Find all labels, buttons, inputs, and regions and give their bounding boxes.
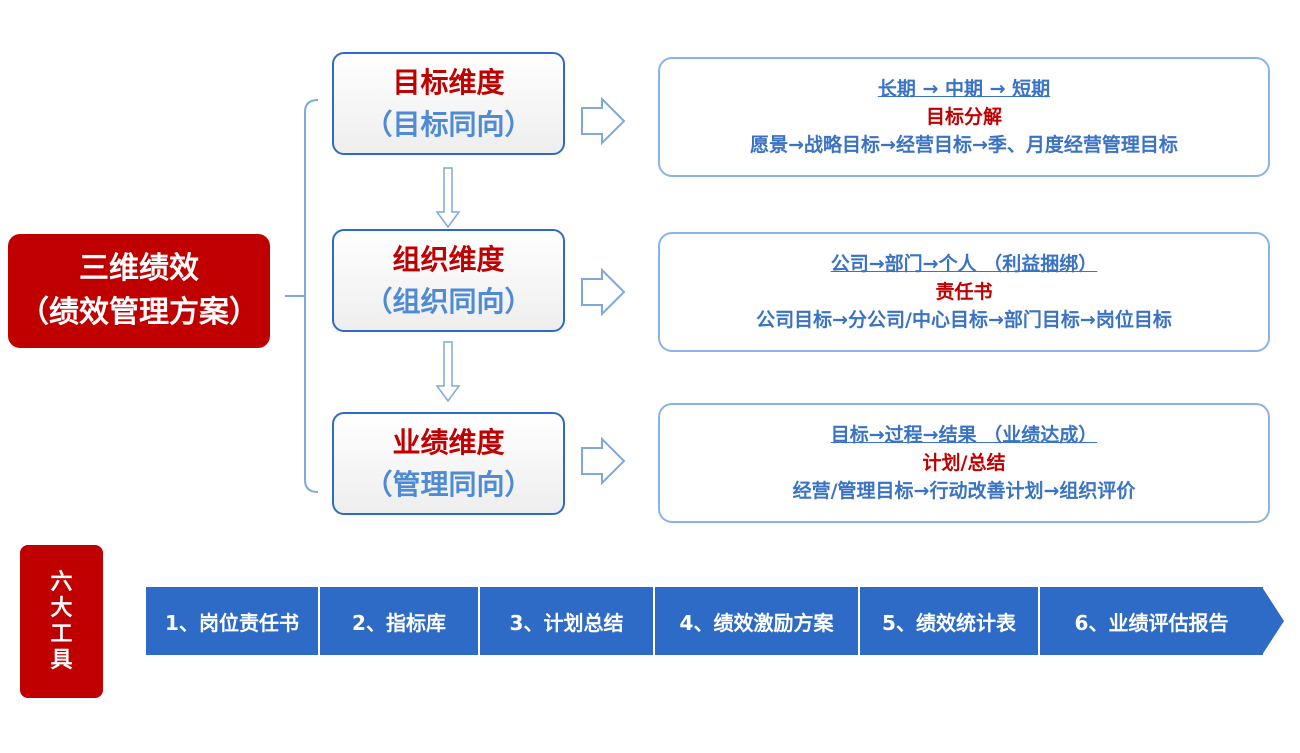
dimension-box-performance: 业绩维度 （管理同向） xyxy=(332,412,565,515)
tool-item-1: 1、岗位责任书 xyxy=(146,587,320,655)
detail-line-3: 愿景→战略目标→经营目标→季、月度经营管理目标 xyxy=(750,134,1178,156)
tool-label: 4、绩效激励方案 xyxy=(679,610,834,635)
tool-arrow-tip xyxy=(1262,587,1284,655)
tools-label-char: 工 xyxy=(50,621,73,647)
tool-label: 6、业绩评估报告 xyxy=(1074,610,1229,635)
detail-box-organization: 公司→部门→个人 （利益捆绑） 责任书 公司目标→分公司/中心目标→部门目标→岗… xyxy=(658,232,1270,352)
detail-line-1: 目标→过程→结果 （业绩达成） xyxy=(830,424,1098,446)
dimension-subtitle: （管理同向） xyxy=(364,467,533,501)
tool-item-3: 3、计划总结 xyxy=(480,587,655,655)
detail-line-1: 长期 → 中期 → 短期 xyxy=(877,78,1051,100)
down-arrow-2 xyxy=(435,341,461,403)
dimension-box-goal: 目标维度 （目标同向） xyxy=(332,52,565,155)
dimension-title: 目标维度 xyxy=(392,65,505,99)
tools-label-char: 具 xyxy=(50,647,73,673)
tool-item-6: 6、业绩评估报告 xyxy=(1040,587,1263,655)
right-arrow-3 xyxy=(581,436,626,486)
bracket-connector xyxy=(304,99,319,493)
tool-label: 2、指标库 xyxy=(352,610,446,635)
detail-line-2: 责任书 xyxy=(935,281,993,303)
dimension-subtitle: （组织同向） xyxy=(364,284,533,318)
main-subtitle: （绩效管理方案） xyxy=(19,295,259,330)
down-arrow-1 xyxy=(435,167,461,229)
right-arrow-1 xyxy=(581,96,626,146)
tool-label: 5、绩效统计表 xyxy=(882,610,1016,635)
detail-line-2: 计划/总结 xyxy=(922,452,1006,474)
tool-item-2: 2、指标库 xyxy=(320,587,480,655)
main-title: 三维绩效 xyxy=(79,251,199,286)
tool-item-5: 5、绩效统计表 xyxy=(860,587,1040,655)
detail-line-3: 经营/管理目标→行动改善计划→组织评价 xyxy=(792,480,1136,502)
dimension-subtitle: （目标同向） xyxy=(364,107,533,141)
tool-label: 3、计划总结 xyxy=(509,610,624,635)
detail-line-3: 公司目标→分公司/中心目标→部门目标→岗位目标 xyxy=(756,309,1172,331)
dimension-box-organization: 组织维度 （组织同向） xyxy=(332,229,565,332)
detail-line-2: 目标分解 xyxy=(925,106,1002,128)
three-dimension-performance-box: 三维绩效 （绩效管理方案） xyxy=(8,234,270,348)
detail-box-performance: 目标→过程→结果 （业绩达成） 计划/总结 经营/管理目标→行动改善计划→组织评… xyxy=(658,403,1270,523)
six-tools-label: 六 大 工 具 xyxy=(20,545,103,698)
dimension-title: 业绩维度 xyxy=(392,425,505,459)
tool-label: 1、岗位责任书 xyxy=(165,610,299,635)
tools-label-char: 大 xyxy=(50,595,73,621)
detail-box-goal: 长期 → 中期 → 短期 目标分解 愿景→战略目标→经营目标→季、月度经营管理目… xyxy=(658,57,1270,177)
tools-label-char: 六 xyxy=(50,569,73,595)
tool-item-4: 4、绩效激励方案 xyxy=(655,587,860,655)
dimension-title: 组织维度 xyxy=(392,242,505,276)
right-arrow-2 xyxy=(581,267,626,317)
detail-line-1: 公司→部门→个人 （利益捆绑） xyxy=(830,253,1098,275)
